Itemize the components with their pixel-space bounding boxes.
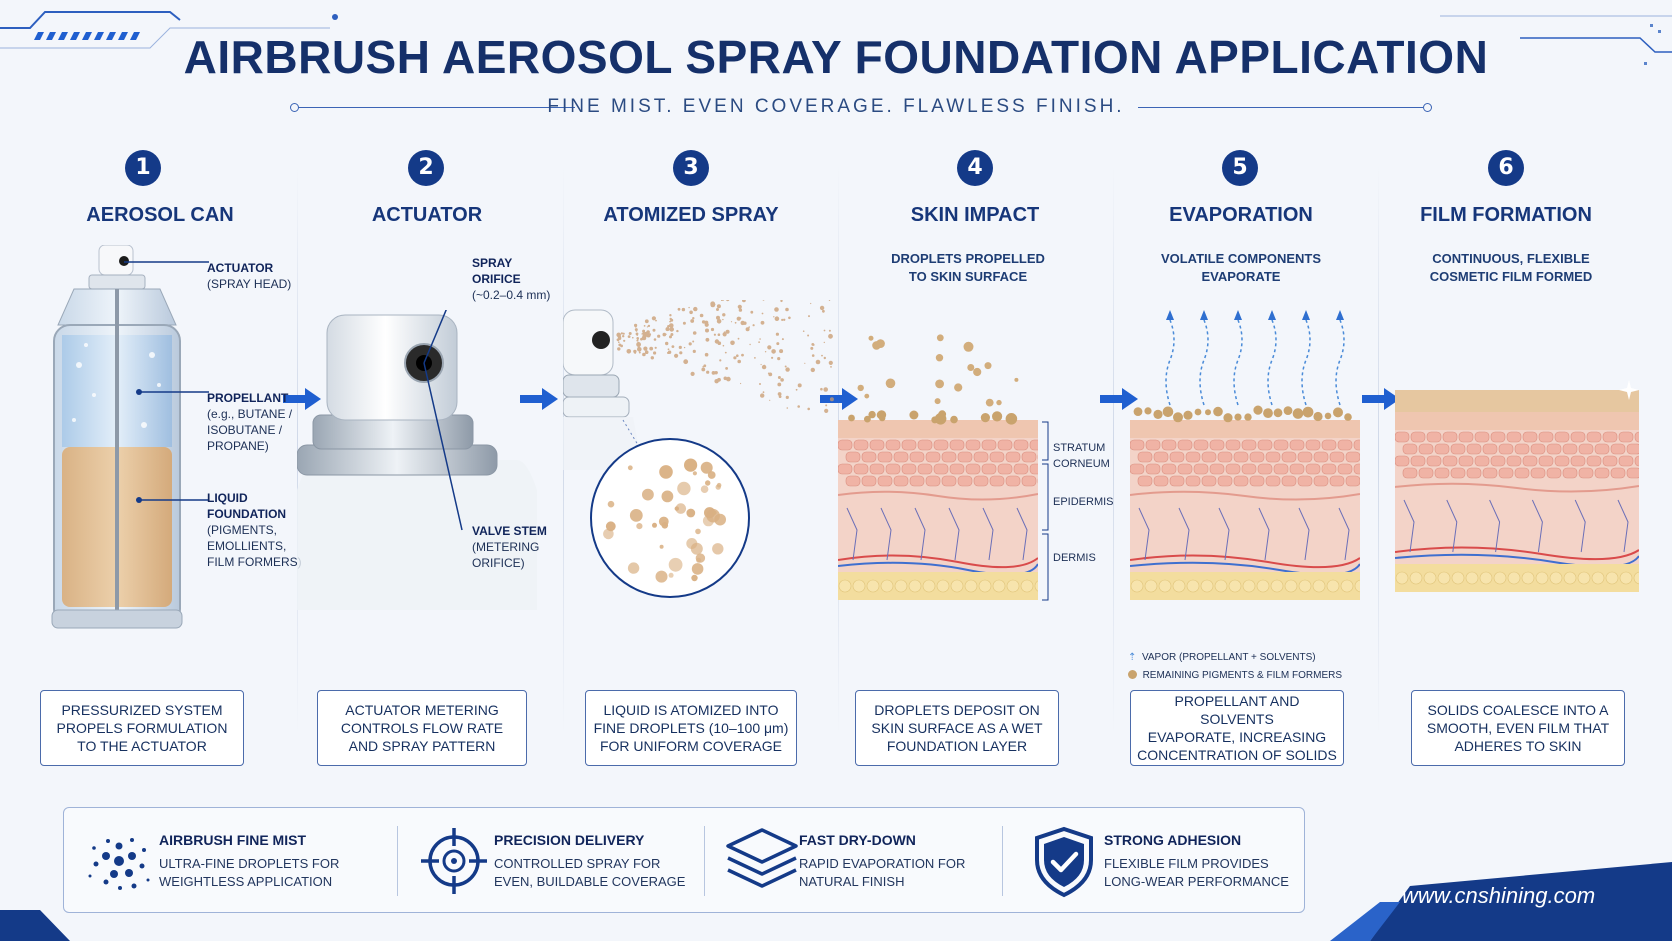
aerosol-can-illustration — [51, 245, 183, 629]
skin-evaporation-illustration — [1130, 310, 1360, 600]
flow-arrow-icon — [283, 388, 321, 410]
corner-decoration-top-left — [0, 11, 338, 49]
corner-decoration-top-right — [1440, 15, 1672, 65]
flow-arrow-icon — [820, 388, 858, 410]
step-number-badge: 3 — [673, 150, 709, 186]
step-title: SKIN IMPACT — [910, 204, 1040, 226]
spray-nozzle-illustration — [563, 300, 834, 598]
flow-arrow-icon — [520, 388, 558, 410]
legend-vapor: ⇡ VAPOR (PROPELLANT + SOLVENTS) — [1128, 652, 1316, 663]
solid-particle-legend-icon — [1128, 670, 1137, 679]
step-title: EVAPORATION — [1169, 204, 1313, 226]
label-spray-orifice: SPRAY ORIFICE(~0.2–0.4 mm) — [472, 256, 551, 302]
feature-title: PRECISION DELIVERY — [494, 832, 645, 848]
skin-film-illustration — [1395, 380, 1639, 592]
corner-decoration-bottom-right — [1330, 862, 1672, 941]
feature-title: AIRBRUSH FINE MIST — [159, 832, 306, 848]
column-divider — [1378, 165, 1379, 735]
step-number-badge: 1 — [125, 150, 161, 186]
subtitle-line-right — [1138, 107, 1423, 108]
actuator-closeup-illustration — [297, 310, 537, 610]
label-leader-lines — [124, 261, 209, 503]
shield-check-icon — [1035, 826, 1093, 898]
vapor-legend-icon: ⇡ — [1128, 652, 1137, 663]
step-actuator: 2 ACTUATOR SPRAY ORIFICE(~0.2–0.4 mm) VA… — [297, 150, 563, 780]
page-subtitle: FINE MIST. EVEN COVERAGE. FLAWLESS FINIS… — [547, 96, 1125, 117]
step-atomized-spray: 3 ATOMIZED SPRAY LIQUID IS ATOMIZED INTO… — [563, 150, 838, 780]
flow-arrow-icon — [1100, 388, 1138, 410]
subtitle-dot-right — [1423, 103, 1432, 112]
skin-layer-brackets — [1042, 421, 1049, 601]
step-title: ATOMIZED SPRAY — [603, 204, 779, 226]
feature-title: FAST DRY-DOWN — [799, 832, 916, 848]
label-dermis: DERMIS — [1053, 552, 1096, 564]
feature-title: STRONG ADHESION — [1104, 832, 1242, 848]
step-number-badge: 5 — [1222, 150, 1258, 186]
feature-divider — [397, 826, 398, 896]
skin-cross-section-illustration — [838, 334, 1038, 600]
layers-icon — [726, 828, 798, 888]
step-title: FILM FORMATION — [1420, 204, 1592, 226]
subtitle-dot-left — [290, 103, 299, 112]
feature-bar: AIRBRUSH FINE MIST ULTRA-FINE DROPLETS F… — [63, 807, 1305, 913]
website-link[interactable]: www.cnshining.com — [1402, 883, 1596, 908]
label-epidermis: EPIDERMIS — [1053, 496, 1114, 508]
feature-airbrush-fine-mist: AIRBRUSH FINE MIST ULTRA-FINE DROPLETS F… — [64, 808, 394, 912]
step-number-badge: 6 — [1488, 150, 1524, 186]
step-aerosol-can: 1 AEROSOL CAN ACTUATOR(SPRAY HEAD) PROPE… — [14, 150, 304, 780]
feature-divider — [1002, 826, 1003, 896]
dots-mist-icon — [88, 838, 150, 890]
step-number-badge: 2 — [408, 150, 444, 186]
legend-solids: REMAINING PIGMENTS & FILM FORMERS — [1128, 668, 1342, 684]
subtitle-line-left — [295, 107, 575, 108]
step-title: ACTUATOR — [371, 204, 483, 226]
feature-divider — [704, 826, 705, 896]
step-title: AEROSOL CAN — [86, 204, 234, 226]
flow-arrow-icon — [1362, 388, 1400, 410]
corner-decoration-bottom-left — [0, 910, 70, 941]
page-title: AIRBRUSH AEROSOL SPRAY FOUNDATION APPLIC… — [183, 31, 1489, 83]
crosshair-icon — [421, 828, 487, 894]
label-actuator: ACTUATOR(SPRAY HEAD) — [207, 261, 292, 291]
step-number-badge: 4 — [957, 150, 993, 186]
column-divider — [1113, 165, 1114, 735]
column-divider — [297, 165, 298, 735]
label-propellant: PROPELLANT(e.g., BUTANE /ISOBUTANE /PROP… — [207, 391, 293, 453]
